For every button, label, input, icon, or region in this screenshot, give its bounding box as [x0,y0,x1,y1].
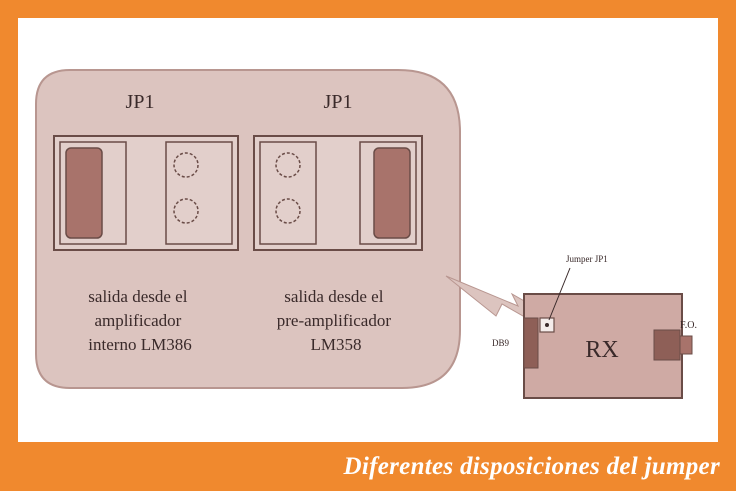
left-jumper-title: JP1 [126,91,155,113]
rx-module: RX [523,267,693,399]
fo-connector [653,329,681,361]
right-jumper-shunt [373,147,411,239]
left-jumper-pin-top [173,152,199,178]
right-jumper-caption: salida desde el pre-amplificador LM358 [277,287,395,354]
left-jumper-pin-bottom [173,198,199,224]
db9-label: DB9 [492,338,510,348]
rx-label: RX [585,337,618,363]
db9-connector [523,317,539,369]
right-jumper-block [253,135,423,251]
jumper-jp1-label: Jumper JP1 [566,254,608,264]
diagram-panel: JP1 salida desde el amplificador interno… [18,18,718,442]
left-jumper-caption: salida desde el amplificador interno LM3… [88,287,191,354]
right-jumper-pin-bottom [275,198,301,224]
right-jumper-pin-top [275,152,301,178]
right-jumper-title: JP1 [324,91,353,113]
jumper-diagram: JP1 salida desde el amplificador interno… [35,69,697,399]
left-jumper-block [53,135,239,251]
jumper-pointer-line [548,267,571,321]
figure-caption: Diferentes disposiciones del jumper [343,453,720,480]
left-jumper-shunt [65,147,103,239]
fo-label: F.O. [680,320,697,331]
